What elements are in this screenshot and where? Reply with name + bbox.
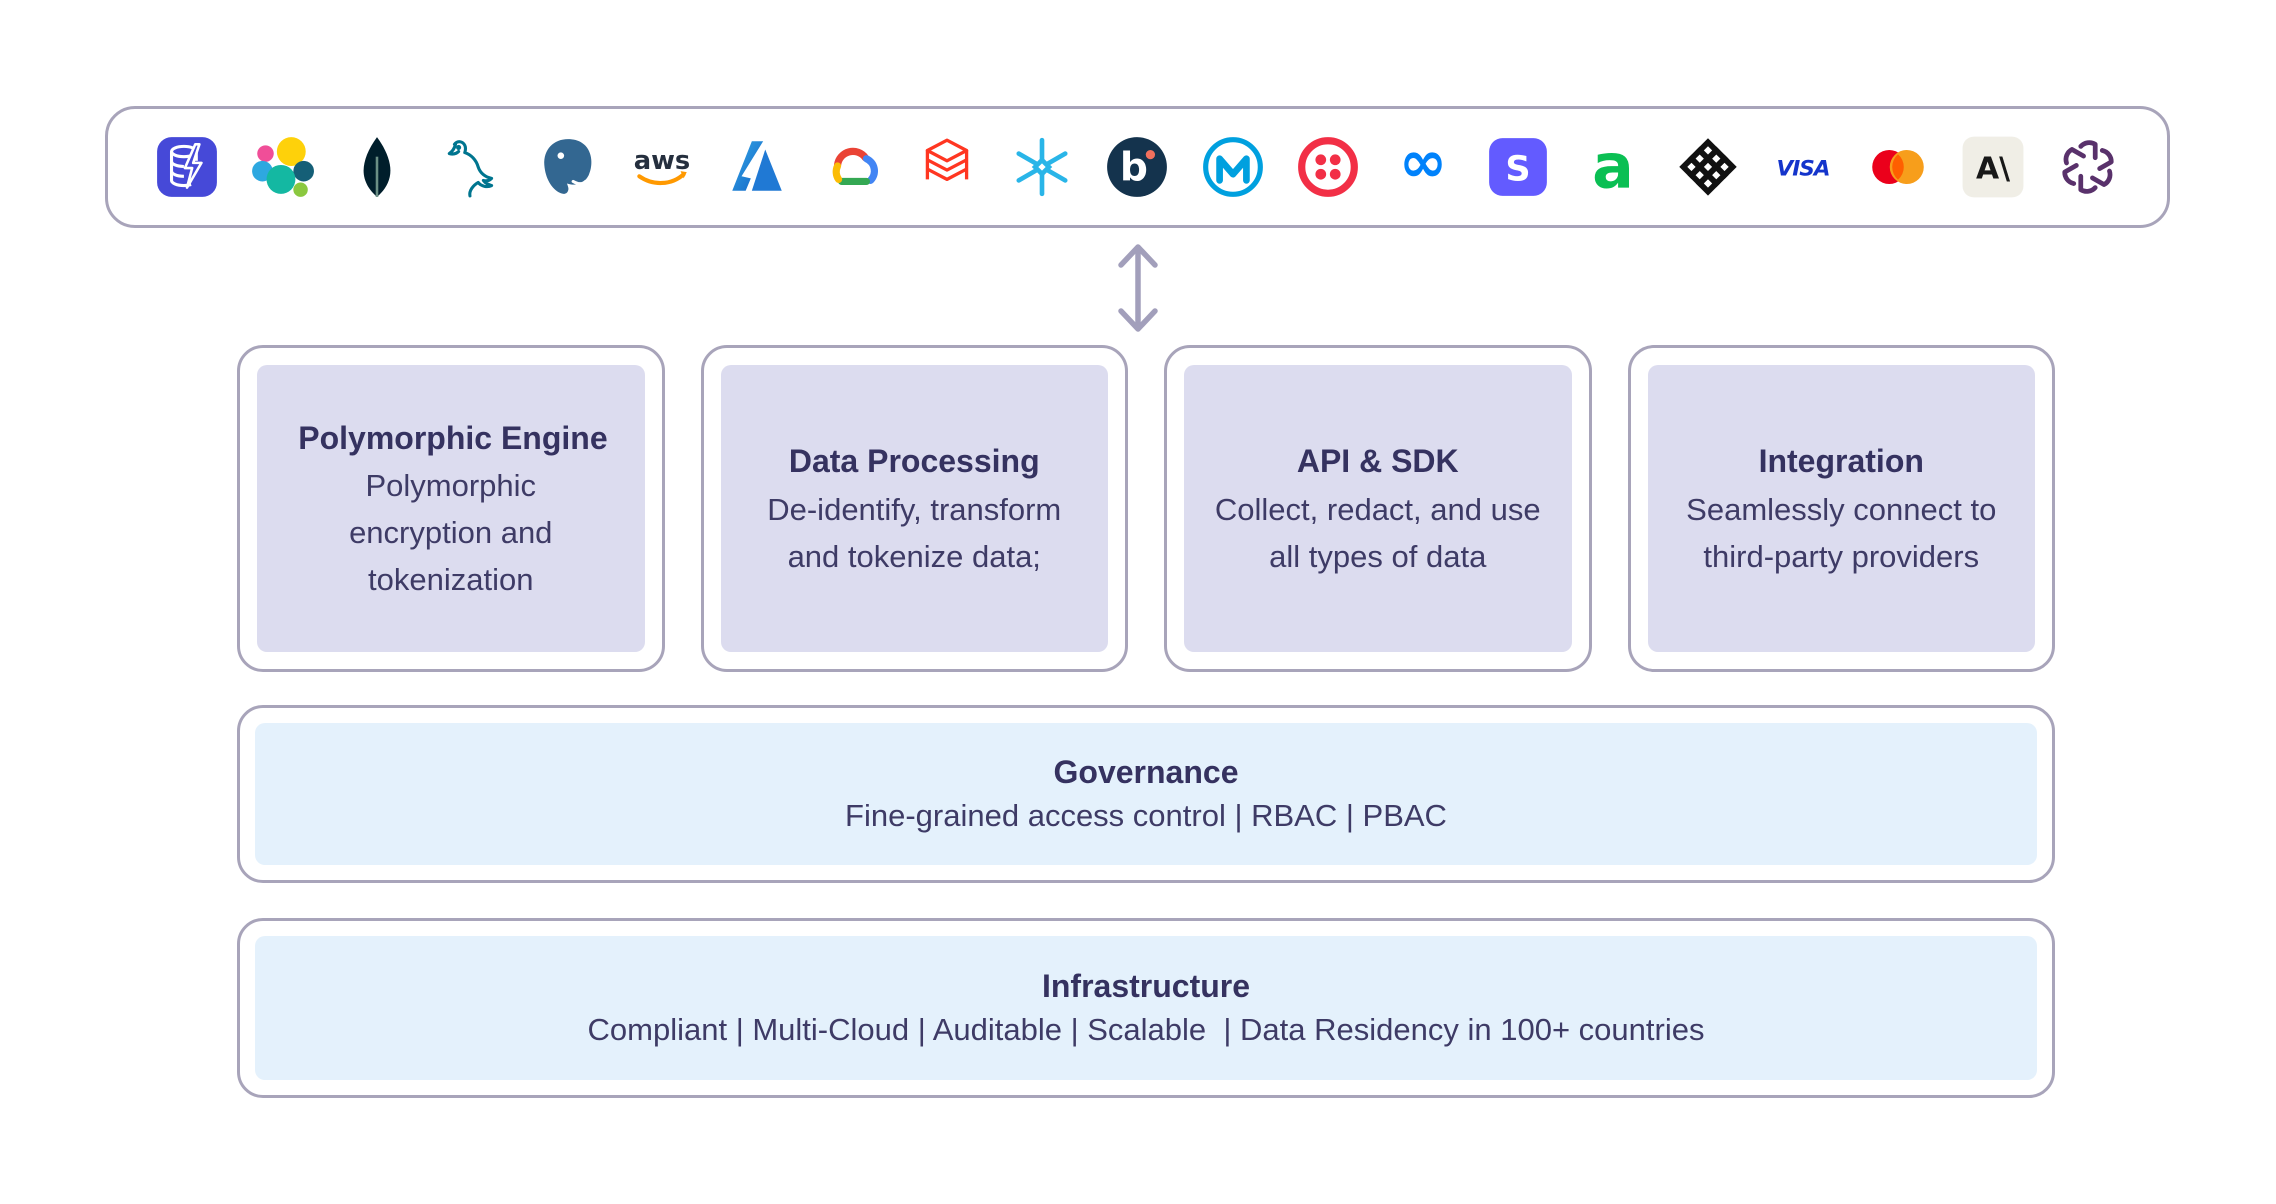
card-api-sdk: API & SDK Collect, redact, and use all ty… bbox=[1164, 345, 1592, 672]
card-description: Seamlessly connect to third-party provid… bbox=[1686, 491, 1997, 574]
card-description: Collect, redact, and use all types of da… bbox=[1214, 491, 1541, 574]
bidirectional-arrow-icon bbox=[1106, 238, 1170, 338]
elastic-logo-icon bbox=[249, 134, 315, 200]
meta-logo-icon: ∞ bbox=[1390, 134, 1456, 200]
aws-logo-icon: aws bbox=[629, 134, 695, 200]
anthropic-logo-icon: A\ bbox=[1960, 134, 2026, 200]
layer-description: Compliant | Multi-Cloud | Auditable | Sc… bbox=[587, 1012, 1705, 1047]
card-title: Integration bbox=[1758, 443, 1924, 480]
svg-text:∞: ∞ bbox=[1399, 134, 1447, 195]
azure-logo-icon bbox=[724, 134, 790, 200]
layer-title: Governance bbox=[1053, 754, 1239, 790]
mastercard-logo-icon bbox=[1865, 134, 1931, 200]
governance-layer: Governance Fine-grained access control |… bbox=[237, 705, 2055, 883]
layer-title: Infrastructure bbox=[1041, 968, 1251, 1004]
card-title: Polymorphic Engine bbox=[298, 419, 608, 456]
svg-text:A\: A\ bbox=[1976, 151, 2010, 186]
svg-text:VISA: VISA bbox=[1776, 156, 1829, 181]
card-text: API & SDK Collect, redact, and use all ty… bbox=[1210, 437, 1545, 580]
card-description: Polymorphic encryption and tokenization bbox=[349, 468, 553, 598]
openai-logo-icon bbox=[2055, 134, 2121, 200]
layer-fill: Infrastructure Compliant | Multi-Cloud |… bbox=[255, 936, 2037, 1080]
adyen-logo-icon: a bbox=[1580, 134, 1646, 200]
postgresql-logo-icon bbox=[534, 134, 600, 200]
card-title: Data Processing bbox=[788, 443, 1040, 480]
svg-text:a: a bbox=[1592, 134, 1634, 200]
visa-logo-icon: VISA bbox=[1770, 134, 1836, 200]
svg-text:aws: aws bbox=[634, 146, 691, 176]
snowflake-logo-icon bbox=[1009, 134, 1075, 200]
mysql-logo-icon bbox=[439, 134, 505, 200]
google-cloud-logo-icon bbox=[819, 134, 885, 200]
svg-text:b: b bbox=[1120, 145, 1148, 190]
stripe-logo-icon: S bbox=[1485, 134, 1551, 200]
card-description: De-identify, transform and tokenize data… bbox=[767, 491, 1062, 574]
twilio-logo-icon bbox=[1295, 134, 1361, 200]
card-fill: API & SDK Collect, redact, and use all ty… bbox=[1184, 365, 1572, 652]
mongodb-logo-icon bbox=[344, 134, 410, 200]
layer-fill: Governance Fine-grained access control |… bbox=[255, 723, 2037, 865]
mulesoft-logo-icon bbox=[1200, 134, 1266, 200]
database-logo-icon bbox=[154, 134, 220, 200]
databricks-logo-icon bbox=[914, 134, 980, 200]
b-circle-logo-icon: b bbox=[1104, 134, 1170, 200]
infrastructure-layer: Infrastructure Compliant | Multi-Cloud |… bbox=[237, 918, 2055, 1098]
svg-text:S: S bbox=[1505, 148, 1530, 189]
layer-description: Fine-grained access control | RBAC | PBA… bbox=[845, 798, 1447, 833]
card-title: API & SDK bbox=[1296, 443, 1459, 480]
plaid-logo-icon bbox=[1675, 134, 1741, 200]
